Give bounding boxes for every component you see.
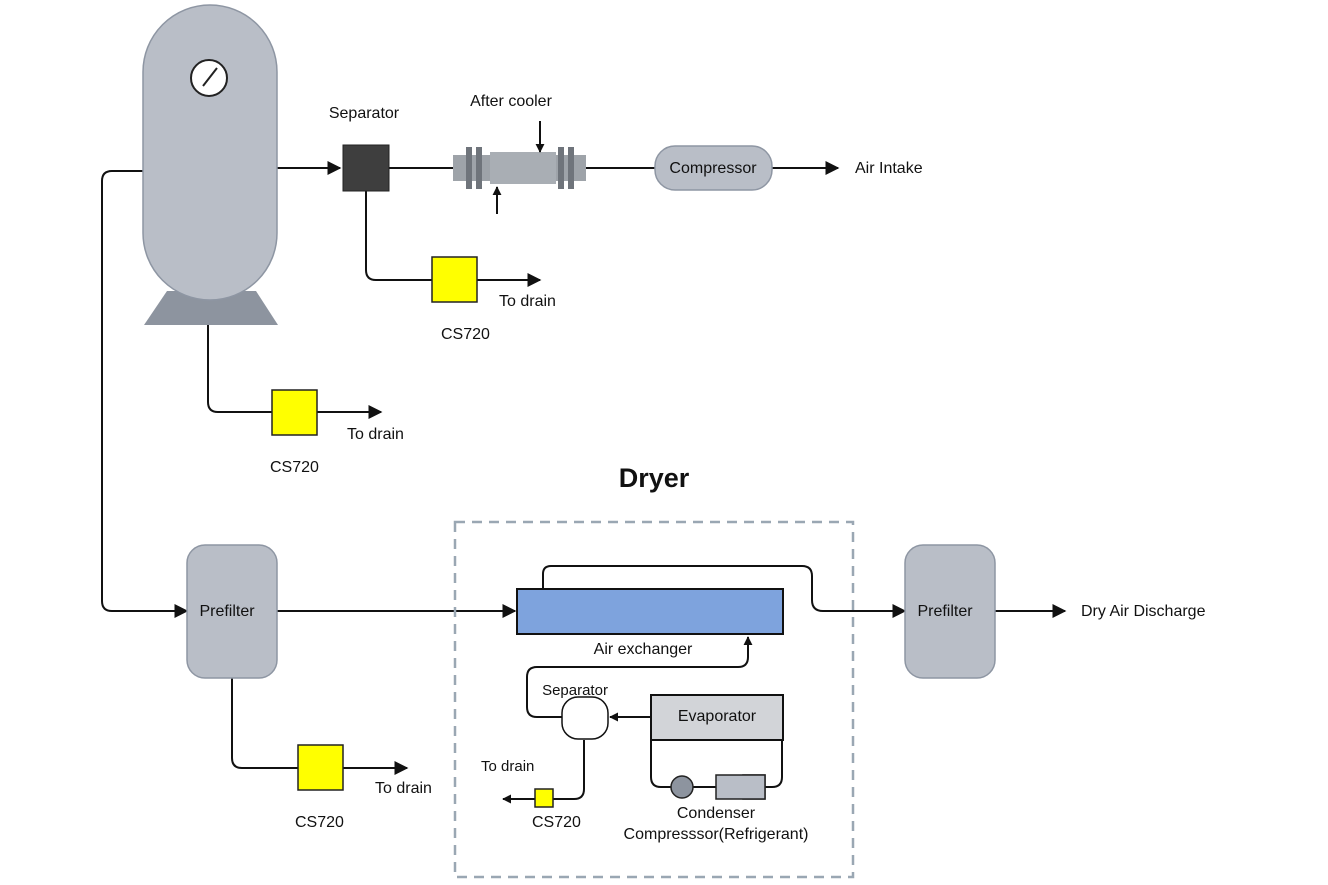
after-cooler-label: After cooler xyxy=(470,93,552,110)
separator-top-label: Separator xyxy=(329,105,400,122)
pipe-separator-to-exchanger xyxy=(526,636,753,718)
condenser-label: Condenser xyxy=(677,805,756,822)
cs720-label-2: CS720 xyxy=(270,459,319,476)
pipe-exchanger-loop xyxy=(542,565,907,618)
cs720-drain-valve-dryer xyxy=(534,788,554,808)
dry-air-discharge-label: Dry Air Discharge xyxy=(1081,603,1206,620)
pipe-dryer-separator-drain xyxy=(553,740,585,800)
cs720-drain-valve-3 xyxy=(297,744,344,791)
compressor xyxy=(654,145,773,191)
to-drain-label-1: To drain xyxy=(499,293,556,310)
pipe-refrigerant-return xyxy=(765,740,783,788)
air-exchanger-label: Air exchanger xyxy=(594,641,693,658)
to-drain-label-2: To drain xyxy=(347,426,404,443)
cs720-label-3: CS720 xyxy=(295,814,344,831)
prefilter-right xyxy=(904,544,996,679)
to-drain-label-3: To drain xyxy=(375,780,432,797)
after-cooler xyxy=(453,147,586,189)
compressor-label: Compressor xyxy=(669,160,757,177)
separator-top xyxy=(342,144,390,192)
evaporator-label: Evaporator xyxy=(678,708,757,725)
storage-tank xyxy=(142,4,278,301)
pipe-separator-drain xyxy=(365,191,432,281)
dryer-boundary xyxy=(453,520,855,879)
prefilter-right-label: Prefilter xyxy=(917,603,973,620)
storage-tank-base xyxy=(144,291,278,325)
refrigerant-compressor xyxy=(670,775,694,799)
to-drain-label-dryer: To drain xyxy=(481,758,534,775)
cs720-label-1: CS720 xyxy=(441,326,490,343)
pipe-prefilter-drain xyxy=(231,678,298,769)
cs720-drain-valve-1 xyxy=(431,256,478,303)
prefilter-left-label: Prefilter xyxy=(199,603,255,620)
dryer-separator-label: Separator xyxy=(542,682,608,699)
condenser-body xyxy=(715,774,766,800)
pipe-refrigerant-loop xyxy=(650,740,672,788)
air-intake-label: Air Intake xyxy=(855,160,923,177)
evaporator xyxy=(650,694,784,741)
air-exchanger xyxy=(516,588,784,635)
pipe-tank-to-prefilter xyxy=(101,170,189,618)
pipe-tank-drain xyxy=(207,325,272,413)
dryer-title: Dryer xyxy=(619,463,690,493)
cs720-drain-valve-2 xyxy=(271,389,318,436)
gauge-needle xyxy=(202,67,218,87)
compressor-refrigerant-label: Compresssor(Refrigerant) xyxy=(624,826,809,843)
prefilter-left xyxy=(186,544,278,679)
cs720-label-dryer: CS720 xyxy=(532,814,581,831)
dryer-separator xyxy=(561,696,609,740)
